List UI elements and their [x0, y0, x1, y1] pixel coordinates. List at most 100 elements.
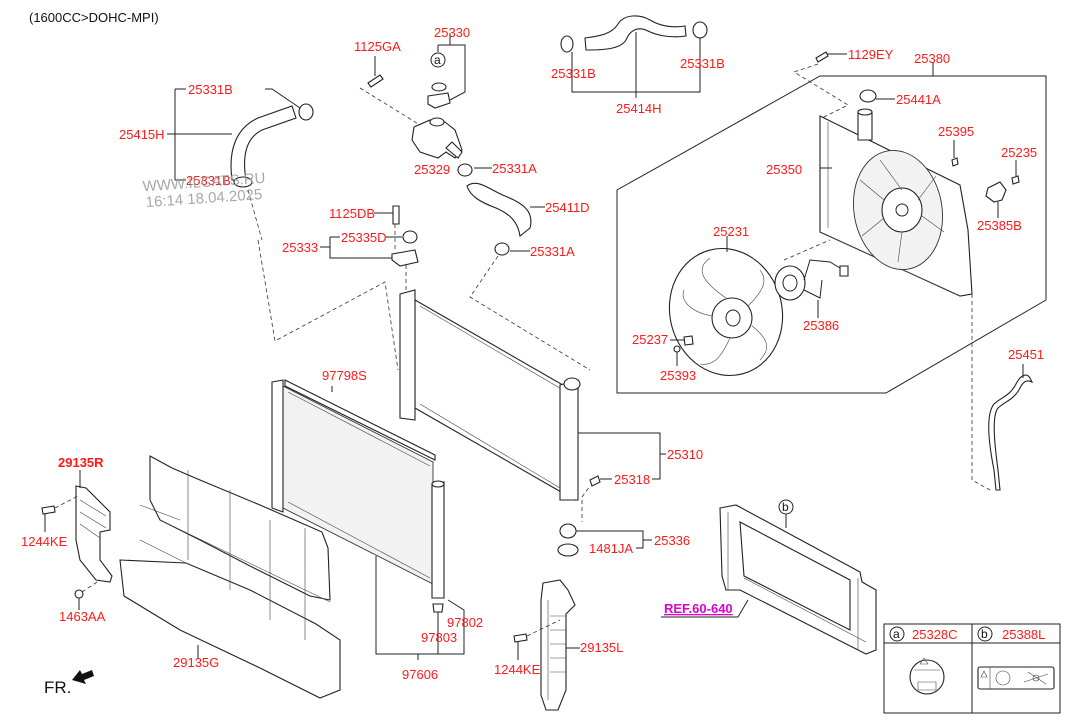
carrier-panel-group: b	[661, 499, 877, 655]
hose-25451-group	[971, 294, 1034, 491]
label-25318[interactable]: 25318	[614, 472, 650, 487]
label-25331b[interactable]: 25331B	[188, 82, 233, 97]
shroud-neck	[857, 111, 873, 141]
label-25335d[interactable]: 25335D	[341, 230, 387, 245]
label-29135g[interactable]: 29135G	[173, 655, 219, 670]
screw-25395[interactable]	[951, 157, 959, 167]
label-25329[interactable]: 25329	[414, 162, 450, 177]
drier-cap-97803[interactable]	[432, 603, 444, 613]
nut-25393[interactable]	[673, 345, 681, 353]
label-25310[interactable]: 25310	[667, 447, 703, 462]
label-25386[interactable]: 25386	[803, 318, 839, 333]
bolt-1125ga[interactable]	[367, 74, 384, 88]
nut-1463aa[interactable]	[74, 589, 84, 599]
label-25414h[interactable]: 25414H	[616, 101, 662, 116]
label-25415h[interactable]: 25415H	[119, 127, 165, 142]
label-25336[interactable]: 25336	[654, 533, 690, 548]
insulator-1481ja[interactable]	[557, 543, 579, 557]
resistor-25385b[interactable]	[985, 181, 1007, 203]
callout-a-marker	[430, 52, 446, 68]
insulator-25335d[interactable]	[402, 230, 418, 244]
label-1244ke[interactable]: 1244KE	[494, 662, 541, 677]
upper-hose-25414h[interactable]	[584, 15, 687, 51]
insulator-upper[interactable]	[559, 523, 577, 539]
air-guard-29135g[interactable]	[119, 559, 341, 699]
label-25331a[interactable]: 25331A	[492, 161, 537, 176]
receiver-drier[interactable]	[431, 481, 445, 599]
bolt-1244ke-right[interactable]	[513, 633, 528, 643]
bolt-1125db[interactable]	[392, 205, 400, 225]
label-25385b[interactable]: 25385B	[977, 218, 1022, 233]
caution-label-icon	[909, 659, 945, 695]
label-1125ga[interactable]: 1125GA	[354, 39, 401, 54]
label-25333[interactable]: 25333	[282, 240, 318, 255]
fan-motor-25386[interactable]	[774, 265, 806, 301]
label-25350[interactable]: 25350	[766, 162, 802, 177]
air-guard-29135r-group	[41, 470, 113, 610]
label-25235[interactable]: 25235	[1001, 145, 1037, 160]
bolt-1244ke-left[interactable]	[41, 505, 56, 515]
hose-clamp-25331b-bottom[interactable]	[233, 176, 253, 188]
radiator-25310-group	[399, 289, 666, 522]
hose-clamp-25331a-upper[interactable]	[457, 163, 473, 177]
hose-clamp-25331b-right[interactable]	[692, 21, 708, 39]
label-1244ke[interactable]: 1244KE	[21, 534, 68, 549]
bracket-25333-group	[320, 205, 419, 290]
cap-25441a[interactable]	[859, 89, 877, 103]
legend-item-b[interactable]: b 25388L	[977, 626, 1055, 690]
label-97606[interactable]: 97606	[402, 667, 438, 682]
watermark: WWW.ILCATS.RU 16:14 18.04.2025	[142, 170, 266, 211]
label-1125db[interactable]: 1125DB	[329, 206, 375, 221]
hose-clamp-25331b-left[interactable]	[560, 35, 574, 53]
label-25395[interactable]: 25395	[938, 124, 974, 139]
condenser-left-bracket	[271, 379, 284, 513]
label-1129ey[interactable]: 1129EY	[848, 47, 894, 62]
label-25330[interactable]: 25330	[434, 25, 470, 40]
radiator-right-tank	[559, 379, 579, 501]
drain-plug-25318[interactable]	[589, 475, 601, 487]
label-25441a[interactable]: 25441A	[896, 92, 941, 107]
label-25231[interactable]: 25231	[713, 224, 749, 239]
callout-a: a	[434, 53, 441, 67]
label-1463aa[interactable]: 1463AA	[59, 609, 106, 624]
label-legend-table: a 25328C b 25388L	[883, 623, 1061, 714]
legend-marker-a-text: a	[893, 627, 900, 641]
radiator-core[interactable]	[414, 299, 576, 501]
hose-clamp-25331b-top[interactable]	[298, 103, 314, 121]
label-25451[interactable]: 25451	[1008, 347, 1044, 362]
overflow-hose-25451[interactable]	[988, 374, 1034, 491]
legend-item-a[interactable]: a 25328C	[889, 626, 958, 695]
radiator-cap[interactable]	[427, 92, 451, 109]
label-25331a[interactable]: 25331A	[530, 244, 575, 259]
bracket-25237[interactable]	[683, 335, 694, 346]
legend-part-25328c[interactable]: 25328C	[912, 627, 958, 642]
bracket-25333[interactable]	[391, 249, 419, 267]
upper-left-hose[interactable]	[230, 105, 297, 181]
legend-marker-b	[977, 626, 993, 642]
condenser-seal-97798s[interactable]	[284, 379, 436, 461]
hose-25411d-group	[457, 163, 591, 371]
lower-hose-25411d[interactable]	[466, 182, 532, 238]
label-25393[interactable]: 25393	[660, 368, 696, 383]
condenser-97606-group	[271, 379, 465, 660]
label-25331b[interactable]: 25331B	[680, 56, 725, 71]
bolt-1129ey[interactable]	[815, 51, 829, 63]
label-29135r[interactable]: 29135R	[58, 455, 104, 470]
label-1481ja[interactable]: 1481JA	[589, 541, 633, 556]
label-29135l[interactable]: 29135L	[580, 640, 623, 655]
screw-25235[interactable]	[1011, 175, 1020, 185]
front-direction-indicator: FR.	[44, 670, 94, 697]
legend-part-25388l[interactable]: 25388L	[1002, 627, 1045, 642]
air-guard-29135l[interactable]	[540, 579, 576, 711]
hose-clamp-25331a-lower[interactable]	[494, 242, 510, 256]
label-25331b[interactable]: 25331B	[551, 66, 596, 81]
label-25411d[interactable]: 25411D	[545, 200, 590, 215]
label-25331b[interactable]: 25331B	[186, 173, 231, 188]
reference-link-60-640[interactable]: REF.60-640	[664, 601, 733, 616]
legend-marker-a	[889, 626, 905, 642]
label-97803[interactable]: 97803	[421, 630, 457, 645]
label-25380[interactable]: 25380	[914, 51, 950, 66]
label-97802[interactable]: 97802	[447, 615, 483, 630]
label-25237[interactable]: 25237	[632, 332, 668, 347]
label-97798s[interactable]: 97798S	[322, 368, 367, 383]
